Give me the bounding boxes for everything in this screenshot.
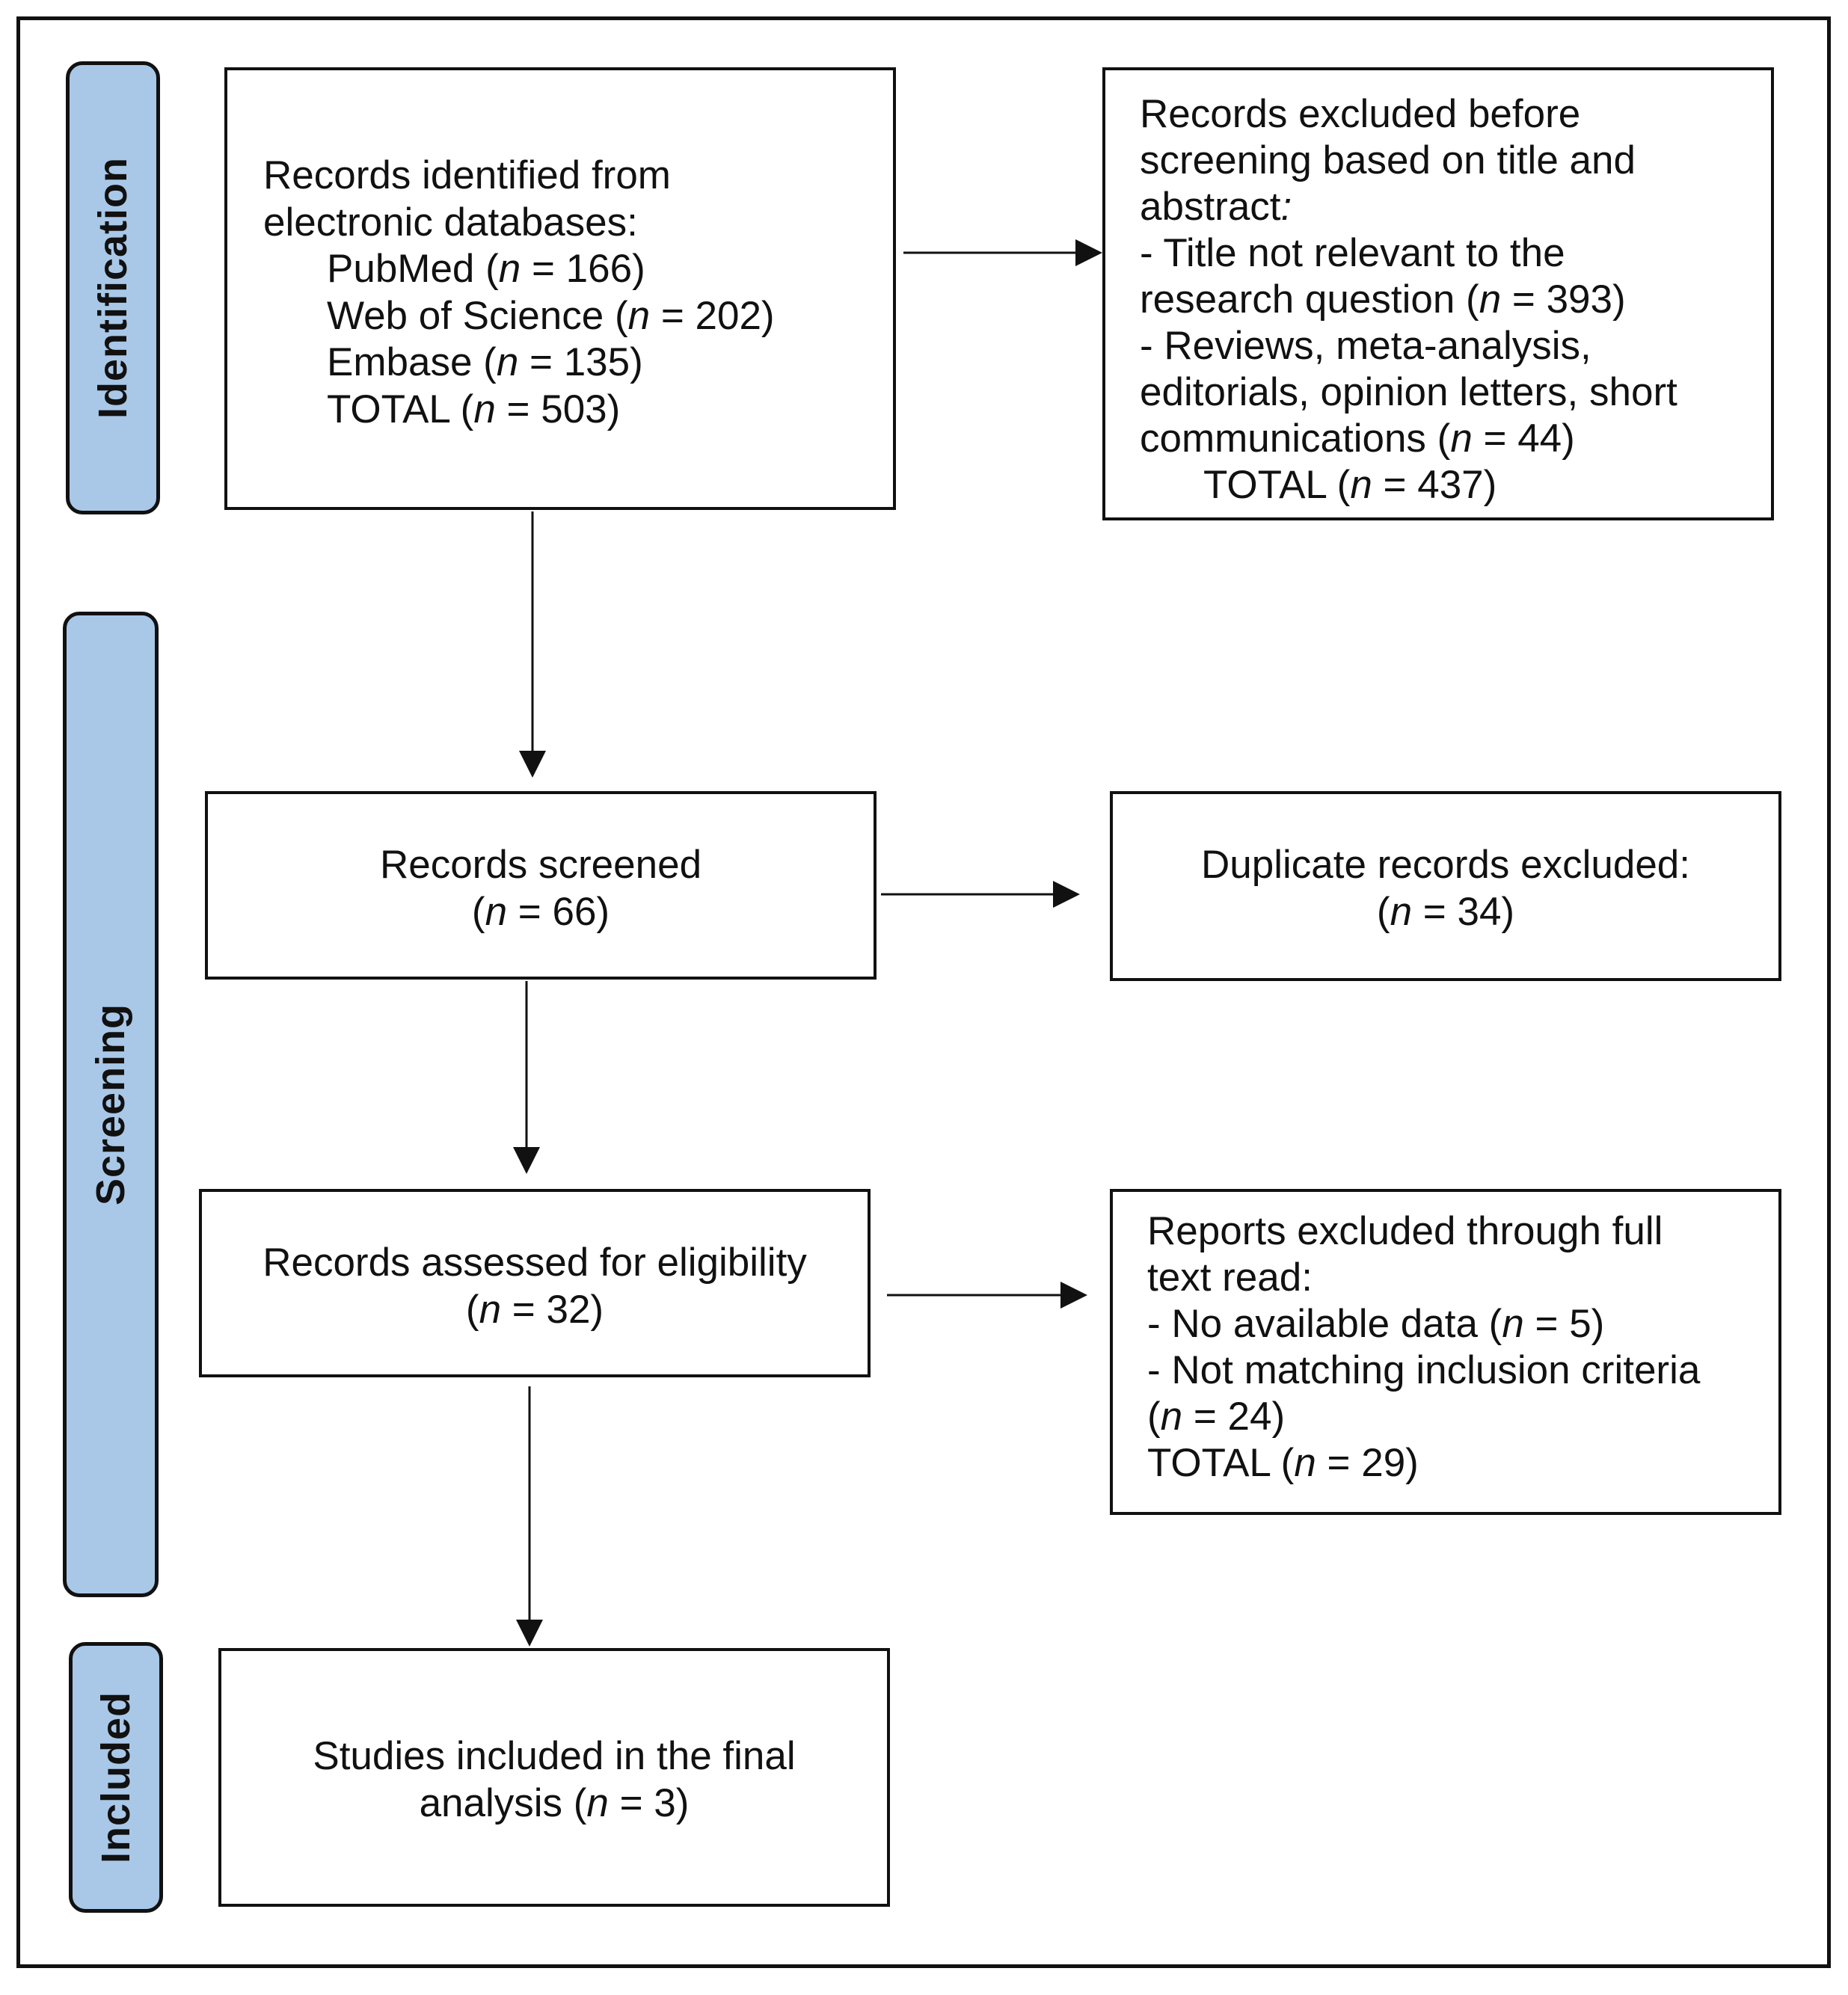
excluded-before-line7: editorials, opinion letters, short: [1140, 370, 1677, 414]
included-line1: Studies included in the final: [313, 1734, 796, 1778]
embase-count: Embase (n = 135): [327, 340, 643, 385]
reports-excluded-line5: (n = 24): [1147, 1395, 1286, 1439]
included-line2: analysis (n = 3): [419, 1780, 690, 1825]
excluded-before-line4: - Title not relevant to the: [1140, 231, 1565, 275]
reports-excluded-box: Reports excluded through full text read:…: [1110, 1189, 1781, 1515]
excluded-before-line1: Records excluded before: [1140, 92, 1581, 136]
excluded-before-line2: screening based on title and: [1140, 138, 1636, 182]
pubmed-count: PubMed (n = 166): [327, 247, 645, 292]
excluded-before-screening-box: Records excluded before screening based …: [1102, 67, 1774, 520]
records-identified-box: Records identified from electronic datab…: [224, 67, 896, 510]
duplicates-excluded-box: Duplicate records excluded: (n = 34): [1110, 791, 1781, 981]
excluded-before-line3: abstract:: [1140, 185, 1292, 229]
identified-line1: Records identified from: [263, 153, 671, 197]
records-screened-box: Records screened (n = 66): [205, 791, 877, 980]
web-of-science-count: Web of Science (n = 202): [327, 293, 775, 338]
stage-identification: Identification: [66, 61, 160, 514]
excluded-before-total: TOTAL (n = 437): [1203, 463, 1497, 507]
eligibility-line2: (n = 32): [465, 1287, 604, 1332]
studies-included-box: Studies included in the final analysis (…: [218, 1648, 890, 1907]
arrow-identified-to-excluded-head: [1075, 239, 1102, 266]
eligibility-line1: Records assessed for eligibility: [263, 1241, 807, 1285]
screened-line2: (n = 66): [471, 889, 610, 934]
diagram-frame: [16, 16, 1831, 1968]
excluded-before-line6: - Reviews, meta-analysis,: [1140, 324, 1591, 368]
arrow-identified-to-screened-head: [519, 751, 546, 778]
reports-excluded-total: TOTAL (n = 29): [1147, 1441, 1419, 1485]
eligibility-box: Records assessed for eligibility (n = 32…: [199, 1189, 871, 1377]
excluded-before-line5: research question (n = 393): [1140, 277, 1626, 322]
stage-screening: Screening: [63, 612, 159, 1597]
duplicates-line1: Duplicate records excluded:: [1200, 843, 1690, 887]
screened-line1: Records screened: [379, 843, 702, 887]
arrow-screened-to-duplicates-head: [1053, 881, 1080, 908]
identified-total: TOTAL (n = 503): [327, 387, 621, 431]
stage-included: Included: [69, 1642, 163, 1913]
reports-excluded-line4: - Not matching inclusion criteria: [1147, 1348, 1701, 1392]
reports-excluded-line1: Reports excluded through full: [1147, 1209, 1663, 1253]
arrow-screened-to-eligibility-head: [513, 1147, 540, 1174]
excluded-before-line8: communications (n = 44): [1140, 416, 1575, 461]
reports-excluded-line3: - No available data (n = 5): [1147, 1302, 1605, 1346]
identified-line2: electronic databases:: [263, 200, 638, 245]
duplicates-line2: (n = 34): [1376, 889, 1515, 934]
reports-excluded-line2: text read:: [1147, 1255, 1313, 1300]
arrow-eligibility-to-reports-head: [1060, 1282, 1087, 1309]
arrow-eligibility-to-included-head: [516, 1620, 543, 1647]
